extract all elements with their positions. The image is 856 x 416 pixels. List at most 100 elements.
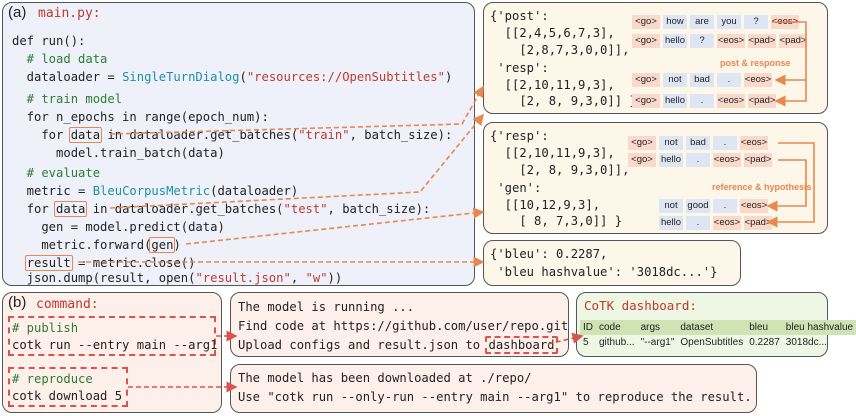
token: .	[717, 73, 741, 87]
token: hello	[659, 153, 683, 167]
token: <go>	[628, 136, 656, 150]
token: <eos>	[740, 199, 768, 213]
bleu-box	[483, 240, 741, 286]
reproduce-comment: # reproduce	[12, 372, 93, 386]
dash-header-code: code	[596, 320, 638, 335]
train-data-arrow	[109, 85, 484, 135]
token: not	[659, 199, 683, 213]
code-line-11: gen = model.predict(data)	[12, 220, 225, 234]
token: <pad>	[779, 34, 807, 48]
resp-line-3: [2, 8, 9,3,0]],	[490, 163, 630, 177]
token: <go>	[628, 153, 656, 167]
dash-cell-code[interactable]: github...	[599, 337, 635, 348]
post-line-1: {'post':	[490, 9, 549, 23]
token: <go>	[632, 34, 660, 48]
token: <pad>	[748, 34, 776, 48]
table-row[interactable]: 5 github... "--arg1" OpenSubtitles 0.228…	[580, 335, 856, 350]
resp-line-5: [[10,12,9,3],	[490, 198, 601, 212]
code-line-1: def run():	[12, 34, 86, 48]
reproduce-command-box	[8, 367, 128, 407]
token: .	[713, 199, 737, 213]
token: .	[713, 136, 737, 150]
token: .	[686, 153, 710, 167]
post-line-5: [[2,10,11,9,3],	[490, 78, 615, 92]
command-panel	[2, 292, 222, 413]
token: <pad>	[744, 216, 772, 230]
ref-hyp-bracket-1	[766, 142, 815, 228]
token: <eos>	[717, 34, 745, 48]
token: are	[690, 15, 714, 29]
token: <eos>	[717, 94, 745, 108]
bleu-line-1: {'bleu': 0.2287,	[490, 247, 608, 261]
dash-header-dataset: dataset	[677, 320, 747, 335]
token: hello	[663, 94, 687, 108]
code-line-8: # evaluate	[12, 166, 101, 180]
publish-command[interactable]: cotk run --entry main --arg1	[12, 338, 218, 352]
post-line-2: [[2,4,5,6,7,3],	[490, 26, 615, 40]
code-line-13: result = metric.close()	[24, 255, 196, 271]
token: bad	[690, 73, 714, 87]
dash-cell-hash: 3018dc...	[785, 337, 827, 348]
token: ?	[690, 34, 714, 48]
token: .	[690, 94, 714, 108]
resp-line-4: 'gen':	[490, 181, 542, 195]
resp-line-2: [[2,10,11,9,3],	[490, 146, 615, 160]
dash-cell-dataset: OpenSubtitles	[680, 337, 744, 348]
token: not	[659, 136, 683, 150]
download-output-line-2: Use "cotk run --only-run --entry main --…	[238, 390, 752, 404]
token: <eos>	[713, 153, 741, 167]
code-line-7: model.train_batch(data)	[12, 146, 225, 160]
token: bad	[686, 136, 710, 150]
run-output-line-3: Upload configs and result.json to dashbo…	[238, 336, 558, 354]
token: <go>	[632, 73, 660, 87]
publish-command-box	[8, 316, 216, 356]
test-data-arrow	[109, 113, 485, 209]
code-line-10: for data in dataloader.get_batches("test…	[12, 201, 431, 217]
code-line-2: # load data	[12, 52, 108, 66]
command-title: command:	[36, 297, 99, 312]
token: <eos>	[744, 73, 772, 87]
token: you	[717, 15, 741, 29]
download-output-line-1: The model has been downloaded at ./repo/	[238, 371, 532, 385]
reproduce-command[interactable]: cotk download 5	[12, 389, 123, 403]
filename: main.py:	[38, 6, 101, 21]
post-line-3: [2,8,7,3,0,0]],	[490, 43, 630, 57]
dash-header-args: args	[637, 320, 678, 335]
token: how	[663, 15, 687, 29]
code-line-3: dataloader = SingleTurnDialog("resources…	[12, 70, 453, 84]
token: <eos>	[713, 216, 741, 230]
resp-line-1: {'resp':	[490, 129, 549, 143]
ref-hyp-bracket-2	[766, 159, 807, 212]
token: <eos>	[740, 136, 768, 150]
code-line-4: # train model	[12, 92, 123, 106]
token: hello	[663, 34, 687, 48]
token: good	[686, 199, 710, 213]
post-resp-bracket	[772, 21, 807, 107]
token: <pad>	[744, 153, 772, 167]
publish-comment: # publish	[12, 321, 79, 335]
panel-a-label: (a)	[8, 4, 27, 21]
run-output-box	[230, 292, 569, 357]
post-response-note: post & response	[720, 58, 791, 68]
code-line-14: json.dump(result, open("result.json", "w…	[12, 271, 343, 285]
run-output-line-2: Find code at https://github.com/user/rep…	[238, 319, 569, 333]
token: hello	[659, 216, 683, 230]
gen-arrow	[185, 207, 485, 245]
token: .	[686, 216, 710, 230]
code-line-6: for data in dataloader.get_batches("trai…	[12, 127, 453, 143]
dash-cell-bleu: 0.2287	[749, 337, 780, 348]
post-line-4: 'resp':	[490, 61, 549, 75]
token: <go>	[632, 94, 660, 108]
dashboard-table: ID code args dataset bleu bleu hashvalue…	[580, 320, 856, 350]
run-output-line-1: The model is running ...	[238, 300, 415, 314]
code-line-12: metric.forward(gen)	[12, 237, 181, 253]
panel-b-label: (b)	[8, 294, 27, 311]
dash-header-bleu: bleu	[746, 320, 783, 335]
code-line-5: for n_epochs in range(epoch_num):	[12, 110, 269, 124]
dash-cell-id: 5	[583, 337, 589, 348]
dash-header-id: ID	[580, 320, 596, 335]
dashboard-title: CoTK dashboard:	[584, 298, 697, 313]
dash-cell-args: "--arg1"	[640, 337, 675, 348]
reference-hypothesis-note: reference & hypothesis	[712, 182, 812, 192]
token: <go>	[632, 15, 660, 29]
